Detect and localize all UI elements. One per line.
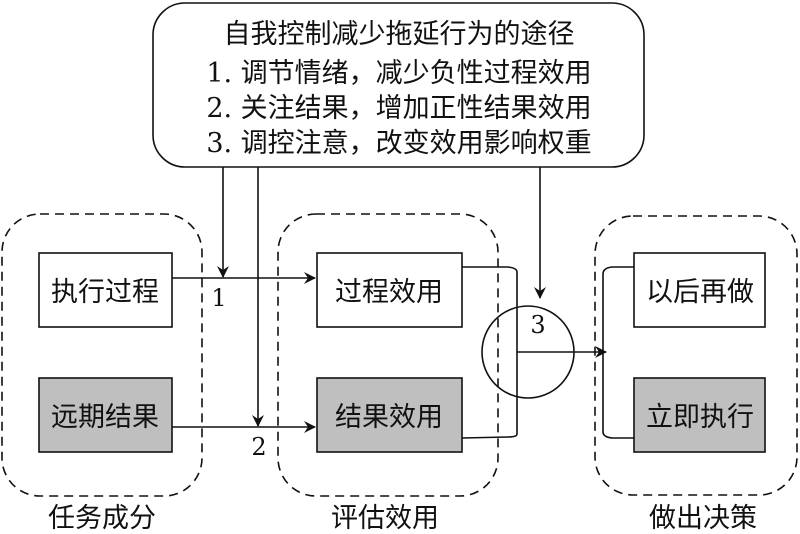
box-long-term-outcome xyxy=(38,377,173,453)
marker-3: 3 xyxy=(530,311,545,339)
marker-2: 2 xyxy=(251,433,266,461)
box-do-later xyxy=(633,252,766,328)
box-execute-now-label: 立即执行 xyxy=(646,402,754,433)
callout-box xyxy=(152,2,645,168)
group-evaluate-utility xyxy=(277,213,499,497)
utility-merge-bracket xyxy=(461,266,518,439)
box-process-utility xyxy=(316,252,463,328)
callout-title: 自我控制减少拖延行为的途径 xyxy=(224,19,575,50)
group-label-task-components: 任务成分 xyxy=(48,503,156,534)
marker-1: 1 xyxy=(211,284,226,312)
group-label-make-decision: 做出决策 xyxy=(649,503,757,534)
box-outcome-utility-label: 结果效用 xyxy=(335,402,443,433)
callout-line-3: 3. 调控注意，改变效用影响权重 xyxy=(206,128,591,159)
group-label-evaluate-utility: 评估效用 xyxy=(331,503,439,534)
box-outcome-utility xyxy=(316,377,463,453)
callout-line-2: 2. 关注结果，增加正性结果效用 xyxy=(206,93,591,124)
box-execution-process xyxy=(38,252,173,328)
box-do-later-label: 以后再做 xyxy=(646,277,754,308)
box-execution-process-label: 执行过程 xyxy=(51,277,159,308)
decision-bracket xyxy=(602,266,634,439)
box-execute-now xyxy=(633,377,766,453)
callout-line-1: 1. 调节情绪，减少负性过程效用 xyxy=(206,58,591,89)
box-long-term-outcome-label: 远期结果 xyxy=(51,402,159,433)
box-process-utility-label: 过程效用 xyxy=(335,277,443,308)
group-task-components xyxy=(1,213,203,497)
